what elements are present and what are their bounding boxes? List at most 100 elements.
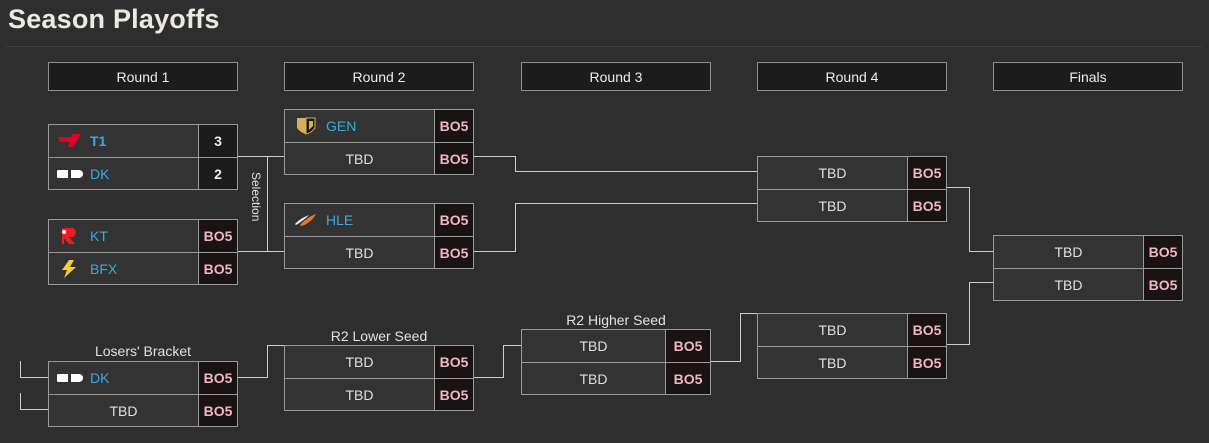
team-cell[interactable]: T1 [49, 125, 198, 157]
table-row[interactable]: GEN BO5 [285, 110, 473, 142]
title-divider [6, 46, 1202, 47]
bo5-badge: BO5 [434, 237, 473, 268]
team-cell: TBD [522, 363, 665, 394]
connector [711, 361, 741, 362]
team-name: TBD [818, 322, 847, 338]
table-row[interactable]: TBD BO5 [758, 189, 946, 221]
team-cell: TBD [758, 157, 907, 189]
table-row[interactable]: TBD BO5 [285, 236, 473, 268]
match-r1-bottom[interactable]: KT BO5 BFX BO5 [48, 219, 238, 285]
team-cell[interactable]: GEN [285, 110, 434, 142]
team-cell[interactable]: BFX [49, 253, 198, 284]
table-row[interactable]: TBD BO5 [285, 378, 473, 410]
connector [267, 345, 284, 346]
team-cell: TBD [285, 379, 434, 410]
connector [969, 251, 993, 252]
match-losers-bracket-r1[interactable]: DK BO5 TBD BO5 [48, 361, 238, 427]
team-name[interactable]: HLE [326, 212, 354, 228]
team-cell: TBD [758, 190, 907, 221]
team-cell: TBD [758, 347, 907, 378]
team-cell: TBD [285, 143, 434, 174]
bo5-badge: BO5 [907, 347, 946, 378]
table-row[interactable]: TBD BO5 [522, 362, 710, 394]
team-name[interactable]: GEN [326, 118, 357, 134]
team-name: TBD [345, 150, 374, 167]
losers-bracket-label: Losers' Bracket [94, 343, 192, 359]
bo5-badge: BO5 [434, 346, 473, 378]
dk-logo [57, 368, 83, 388]
table-row[interactable]: BFX BO5 [49, 252, 237, 284]
team-name: TBD [579, 338, 608, 354]
team-cell[interactable]: HLE [285, 204, 434, 236]
table-row[interactable]: HLE BO5 [285, 204, 473, 236]
column-header-round-4[interactable]: Round 4 [757, 62, 947, 91]
connector [267, 251, 284, 252]
team-name[interactable]: DK [90, 370, 110, 386]
column-header-label: Round 1 [116, 68, 170, 85]
bo5-badge: BO5 [434, 379, 473, 410]
connector [969, 187, 970, 251]
match-r2-top[interactable]: GEN BO5 TBD BO5 [284, 109, 474, 175]
bo5-badge: BO5 [434, 143, 473, 174]
column-header-label: Round 4 [825, 68, 879, 85]
match-r4-bottom[interactable]: TBD BO5 TBD BO5 [757, 313, 947, 379]
bfx-logo [57, 259, 83, 279]
connector [969, 282, 993, 283]
table-row[interactable]: DK BO5 [49, 362, 237, 394]
match-r2-lower-seed[interactable]: TBD BO5 TBD BO5 [284, 345, 474, 411]
connector [238, 377, 268, 378]
match-r1-top[interactable]: T1 3 DK 2 [48, 124, 238, 190]
connector [969, 282, 970, 345]
team-cell[interactable]: DK [49, 362, 198, 394]
table-row[interactable]: TBD BO5 [285, 142, 473, 174]
kt-logo [57, 226, 83, 246]
table-row[interactable]: TBD BO5 [758, 346, 946, 378]
match-r2-bottom[interactable]: HLE BO5 TBD BO5 [284, 203, 474, 269]
bo5-badge: BO5 [907, 157, 946, 189]
team-cell: TBD [994, 236, 1143, 268]
team-name: TBD [818, 197, 847, 214]
team-name[interactable]: KT [90, 228, 108, 244]
team-name: TBD [345, 354, 374, 370]
connector [947, 344, 970, 345]
connector [474, 156, 515, 157]
team-name[interactable]: DK [90, 165, 110, 182]
table-row[interactable]: KT BO5 [49, 220, 237, 252]
table-row[interactable]: DK 2 [49, 157, 237, 189]
bo5-badge: BO5 [907, 314, 946, 346]
table-row[interactable]: TBD BO5 [994, 268, 1182, 300]
column-header-round-2[interactable]: Round 2 [284, 62, 474, 91]
table-row[interactable]: TBD BO5 [758, 314, 946, 346]
bo5-badge: BO5 [907, 190, 946, 221]
table-row[interactable]: TBD BO5 [49, 394, 237, 426]
team-name[interactable]: T1 [90, 133, 107, 149]
team-cell: TBD [758, 314, 907, 346]
team-name[interactable]: BFX [90, 260, 118, 277]
bo5-badge: BO5 [434, 110, 473, 142]
match-r2-higher-seed[interactable]: TBD BO5 TBD BO5 [521, 329, 711, 395]
connector [740, 313, 741, 362]
column-header-finals[interactable]: Finals [993, 62, 1183, 91]
connector [20, 377, 48, 378]
table-row[interactable]: TBD BO5 [285, 346, 473, 378]
column-header-round-3[interactable]: Round 3 [521, 62, 711, 91]
gen-logo [293, 116, 319, 136]
table-row[interactable]: TBD BO5 [994, 236, 1182, 268]
connector [238, 251, 268, 252]
table-row[interactable]: T1 3 [49, 125, 237, 157]
table-row[interactable]: TBD BO5 [758, 157, 946, 189]
table-row[interactable]: TBD BO5 [522, 330, 710, 362]
bo5-badge: BO5 [434, 204, 473, 236]
bo5-badge: BO5 [198, 362, 237, 394]
bo5-badge: BO5 [198, 220, 237, 252]
match-r3-top[interactable]: TBD BO5 TBD BO5 [757, 156, 947, 222]
score-cell: 3 [198, 125, 237, 157]
connector [503, 345, 504, 378]
team-cell[interactable]: KT [49, 220, 198, 252]
team-cell[interactable]: DK [49, 158, 198, 189]
match-finals[interactable]: TBD BO5 TBD BO5 [993, 235, 1183, 301]
r2-higher-seed-label: R2 Higher Seed [566, 312, 666, 328]
column-header-round-1[interactable]: Round 1 [48, 62, 238, 91]
team-name: TBD [1054, 276, 1083, 293]
team-cell: TBD [49, 395, 198, 426]
